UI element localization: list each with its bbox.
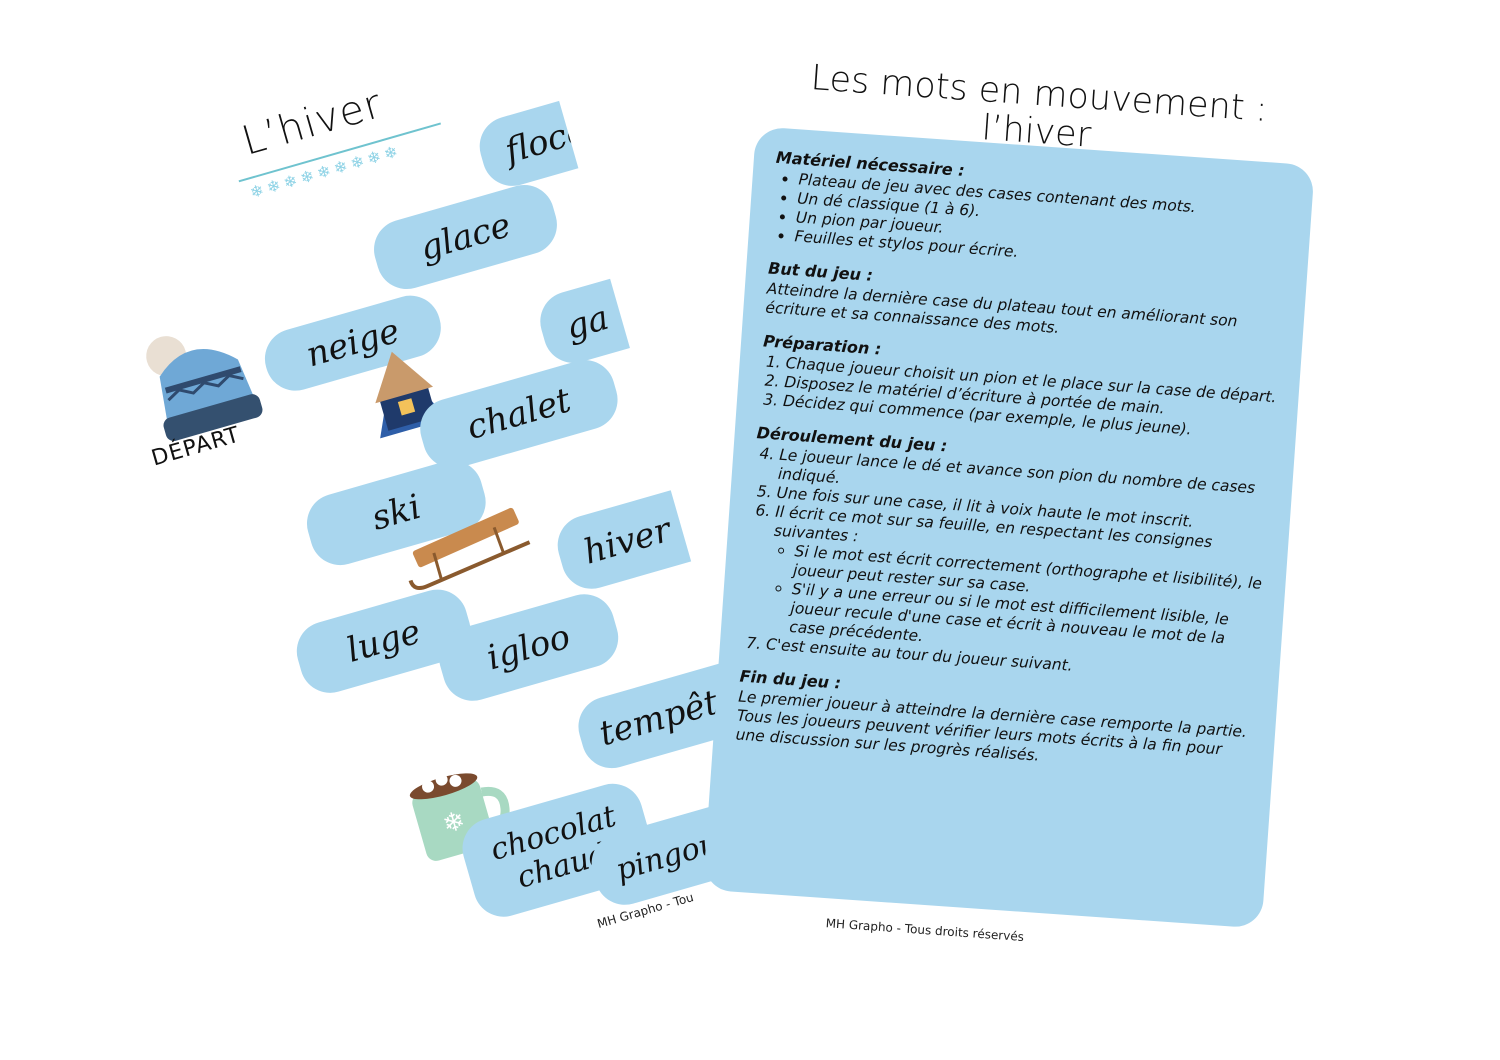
- word-text: hiver: [579, 509, 676, 573]
- deroulement-list: Le joueur lance le dé et avance son pion…: [741, 444, 1270, 688]
- word-text: ga: [561, 297, 614, 348]
- word-text: igloo: [482, 616, 575, 679]
- rules-page: Les mots en mouvement : l’hiver Matériel…: [699, 42, 1320, 979]
- word-tile-glace: glace: [366, 177, 565, 297]
- word-text: luge: [342, 611, 426, 671]
- word-tile-ga: ga: [533, 260, 693, 371]
- copyright-footer: MH Grapho - Tous droits réservés: [825, 916, 1025, 944]
- sled-icon: [408, 507, 531, 591]
- word-text: flocon: [500, 104, 613, 172]
- winter-hat-icon: [146, 336, 263, 442]
- board-area: L’hiver ❄❄❄❄❄❄❄❄❄ DÉPART neige glace flo…: [37, 24, 785, 1032]
- word-text: glace: [415, 205, 516, 269]
- word-text: tempêt: [594, 682, 723, 755]
- word-text: chalet: [462, 380, 576, 448]
- rules-card: Matériel nécessaire : Plateau de jeu ave…: [702, 126, 1315, 929]
- word-tile-flocon: flocon: [472, 77, 661, 194]
- game-board-page: L’hiver ❄❄❄❄❄❄❄❄❄ DÉPART neige glace flo…: [37, 7, 843, 1032]
- chalet-icon: [375, 351, 448, 439]
